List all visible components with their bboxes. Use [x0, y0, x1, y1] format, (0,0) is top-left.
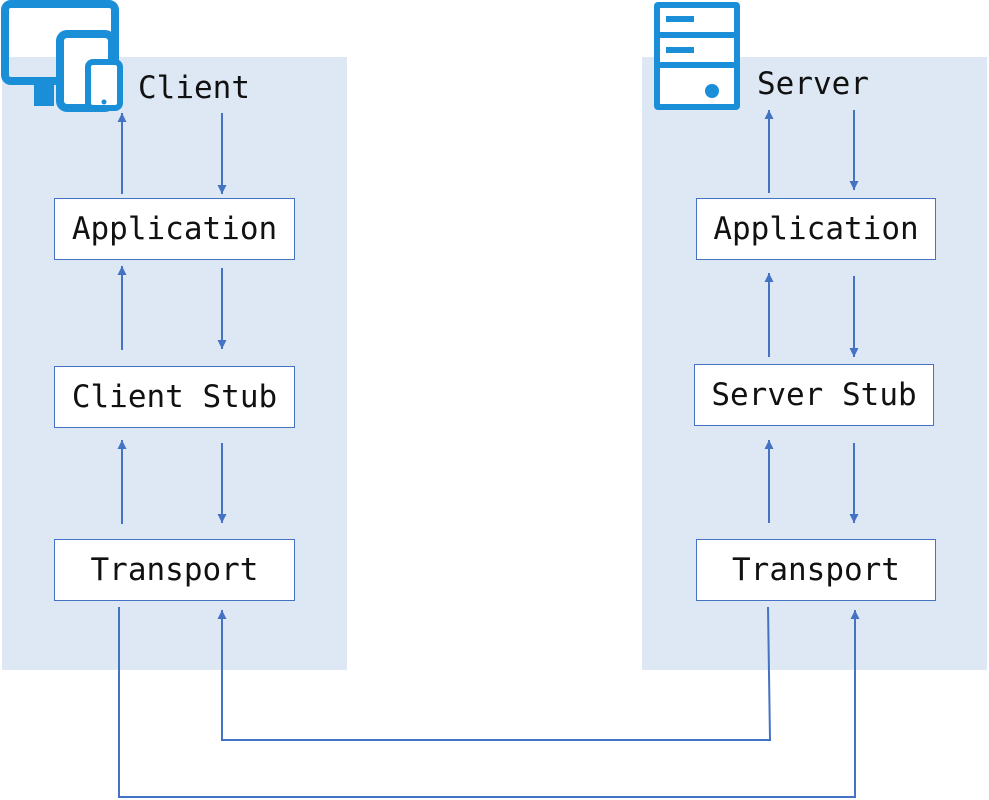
server-application-box: Application	[696, 198, 936, 260]
server-transport-box: Transport	[696, 539, 936, 601]
client-stub-box: Client Stub	[54, 366, 295, 428]
server-icon	[654, 2, 740, 110]
server-stub-box: Server Stub	[694, 364, 934, 426]
server-title: Server	[757, 66, 869, 102]
response-connection	[217, 606, 772, 741]
request-connection	[118, 607, 860, 798]
devices-icon	[1, 0, 123, 112]
client-title: Client	[138, 70, 250, 106]
client-application-box: Application	[54, 198, 295, 260]
client-transport-box: Transport	[54, 539, 295, 601]
